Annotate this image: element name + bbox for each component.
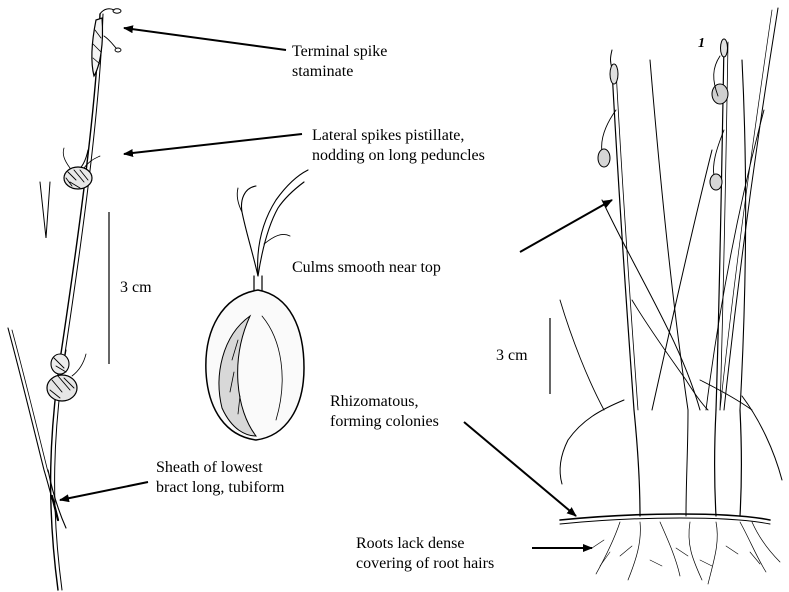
label-rhizomatous-line2: forming colonies [330, 412, 439, 432]
scale-label-left: 3 cm [120, 278, 152, 298]
arrow-culms [520, 200, 612, 252]
arrow-rhizomatous [464, 422, 576, 516]
scale-label-right: 3 cm [496, 346, 528, 366]
arrow-sheath [60, 482, 148, 500]
arrow-lateral-spikes [124, 134, 302, 154]
label-terminal-spike-line1: Terminal spike [292, 42, 387, 62]
arrow-terminal-spike [124, 28, 286, 50]
label-lateral-spikes: Lateral spikes pistillate, nodding on lo… [312, 126, 485, 166]
label-roots-line2: covering of root hairs [356, 554, 494, 574]
label-lateral-spikes-line2: nodding on long peduncles [312, 146, 485, 166]
perigynium-drawing [206, 170, 308, 440]
left-culm-drawing [8, 9, 121, 590]
label-rhizomatous-line1: Rhizomatous, [330, 392, 439, 412]
label-roots-line1: Roots lack dense [356, 534, 494, 554]
label-sheath-line1: Sheath of lowest [156, 458, 284, 478]
plant-colony-drawing [560, 8, 782, 584]
label-rhizomatous: Rhizomatous, forming colonies [330, 392, 439, 432]
label-sheath-line2: bract long, tubiform [156, 478, 284, 498]
label-sheath: Sheath of lowest bract long, tubiform [156, 458, 284, 498]
label-terminal-spike-line2: staminate [292, 62, 387, 82]
label-culms: Culms smooth near top [292, 258, 441, 278]
label-terminal-spike: Terminal spike staminate [292, 42, 387, 82]
label-roots: Roots lack dense covering of root hairs [356, 534, 494, 574]
label-lateral-spikes-line1: Lateral spikes pistillate, [312, 126, 485, 146]
plate-number: 1 [698, 34, 705, 54]
